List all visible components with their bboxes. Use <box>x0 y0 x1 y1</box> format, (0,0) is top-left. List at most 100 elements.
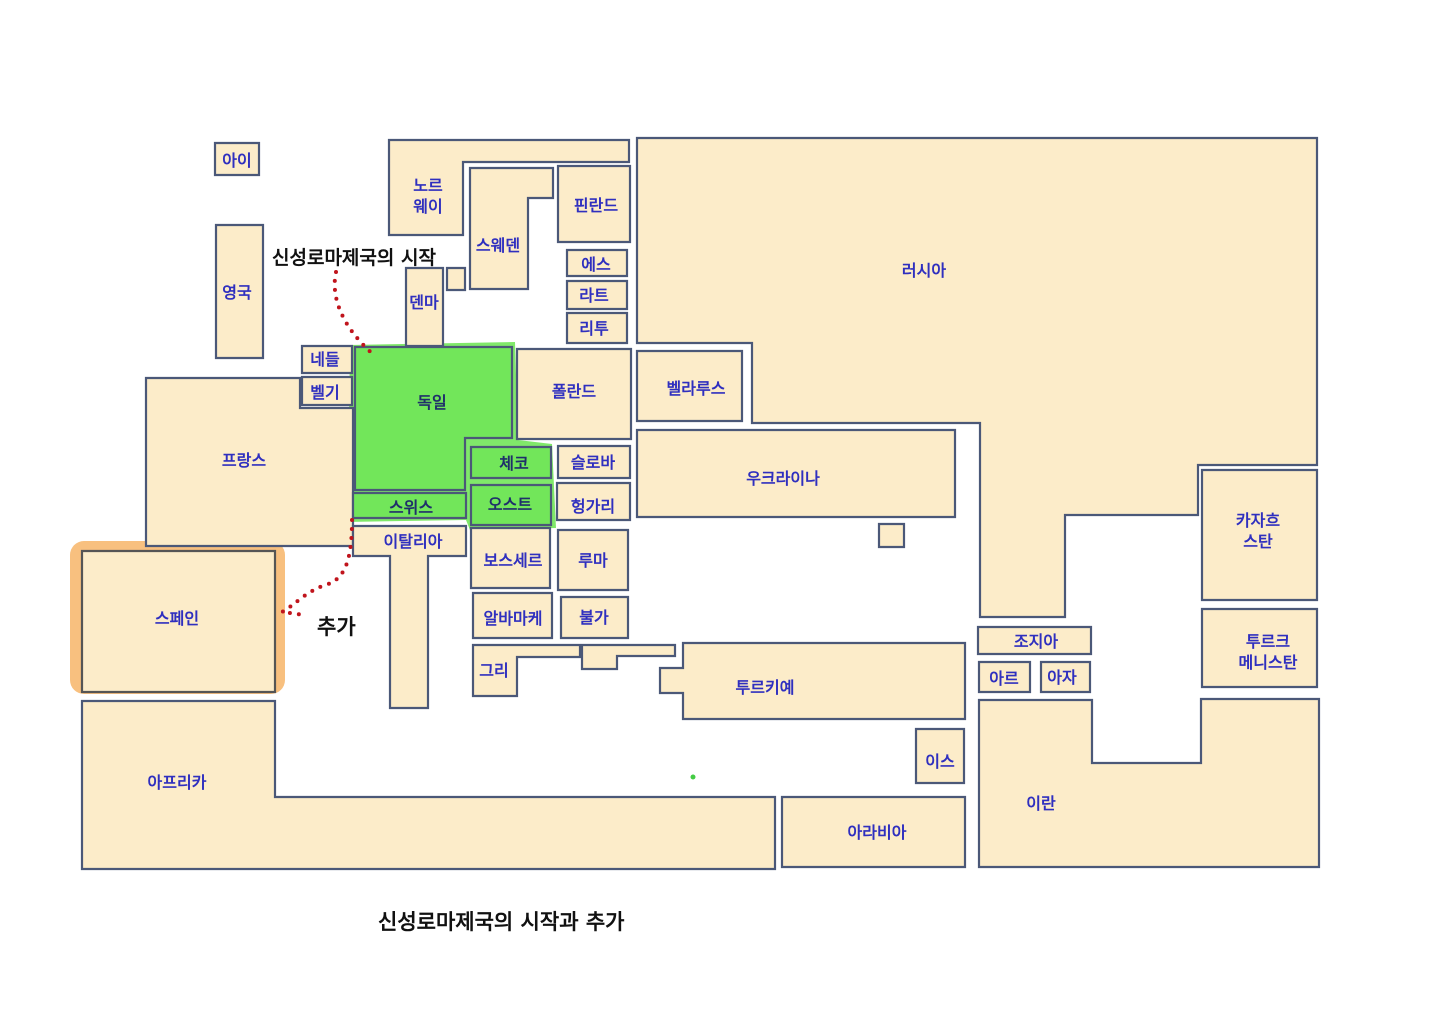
country-shape <box>80 699 777 871</box>
country-shape <box>635 428 957 519</box>
country-shape <box>351 491 468 520</box>
country-romania: 루마 <box>556 528 630 592</box>
country-france: 프랑스 <box>144 376 355 548</box>
country-shape <box>469 483 553 527</box>
country-shape <box>780 795 967 869</box>
country-label: 핀란드 <box>574 196 618 215</box>
country-label: 아라비아 <box>848 823 907 842</box>
country-georgia: 조지아 <box>976 625 1093 656</box>
country-label: 네들 <box>310 350 340 369</box>
country-label: 독일 <box>417 393 446 412</box>
country-label: 벨라루스 <box>667 379 726 398</box>
country-ukraine: 우크라이나 <box>635 428 957 519</box>
country-label: 투르키예 <box>736 678 795 697</box>
country-turkey-europe <box>580 643 677 671</box>
country-label: 에스 <box>581 255 611 274</box>
country-label: 조지아 <box>1014 632 1058 651</box>
country-shape <box>300 375 354 407</box>
country-shape <box>635 136 1319 619</box>
country-label: 아프리카 <box>148 773 207 792</box>
country-shape <box>300 344 354 375</box>
added-dotted-arrow <box>275 518 354 617</box>
country-shape <box>559 595 630 640</box>
country-label: 불가 <box>579 608 609 627</box>
country-finland: 핀란드 <box>556 164 632 244</box>
country-shape <box>565 311 629 345</box>
country-shape <box>977 660 1032 694</box>
country-label: 슬로바 <box>571 453 615 472</box>
country-shape <box>351 524 468 710</box>
country-sweden: 스웨덴 <box>468 166 555 291</box>
country-label: 스페인 <box>155 609 199 628</box>
country-slovakia: 슬로바 <box>556 444 632 480</box>
country-shape <box>556 164 632 244</box>
country-belgium: 벨기 <box>300 375 354 407</box>
country-shape <box>976 625 1093 656</box>
country-azerbaijan: 아자 <box>1039 660 1092 694</box>
country-label: 이탈리아 <box>384 532 443 551</box>
country-label: 아이 <box>222 151 251 170</box>
country-shape <box>515 347 633 441</box>
country-shape <box>658 641 967 721</box>
country-albania-macedonia: 알바마케 <box>471 591 554 640</box>
country-shape <box>977 697 1321 869</box>
country-switzerland: 스위스 <box>351 491 468 520</box>
country-shape <box>877 522 906 549</box>
country-label: 덴마 <box>409 293 439 312</box>
country-shape <box>387 138 631 237</box>
country-label: 보스세르 <box>484 551 543 570</box>
country-label: 아자 <box>1047 668 1077 687</box>
country-island-box <box>445 266 467 292</box>
country-label: 루마 <box>578 551 608 570</box>
country-label: 스웨덴 <box>476 236 520 255</box>
country-israel: 이스 <box>914 727 966 785</box>
country-shape <box>468 166 555 291</box>
country-label: 그리 <box>479 661 508 680</box>
country-latvia: 라트 <box>565 279 629 311</box>
country-shape <box>565 248 629 278</box>
country-armenia: 아르 <box>977 660 1032 694</box>
country-label: 체코 <box>499 454 529 473</box>
country-label: 이란 <box>1026 794 1056 813</box>
country-bosnia-serbia: 보스세르 <box>469 526 552 590</box>
annotation-added-label: 추가 <box>317 615 356 639</box>
country-iran: 이란 <box>977 697 1321 869</box>
country-shape <box>556 528 630 592</box>
country-shape <box>1200 607 1319 689</box>
country-label: 오스트 <box>488 495 532 514</box>
green-dot <box>690 774 696 780</box>
start-dotted-arrow <box>332 270 377 358</box>
country-shape <box>580 643 677 671</box>
country-shape <box>144 376 355 548</box>
country-label: 스위스 <box>389 498 433 517</box>
country-label: 알바마케 <box>484 609 543 628</box>
country-label: 프랑스 <box>222 451 266 470</box>
country-greece: 그리 <box>471 643 582 698</box>
diagram-caption: 신성로마제국의 시작과 추가 <box>378 910 625 934</box>
country-shape <box>214 223 265 360</box>
country-label: 리투 <box>579 319 609 338</box>
country-shape <box>469 526 552 590</box>
country-label: 벨기 <box>310 383 339 402</box>
country-denmark: 덴마 <box>404 266 445 348</box>
country-uk: 영국 <box>214 223 265 360</box>
country-africa: 아프리카 <box>80 699 777 871</box>
country-spain: 스페인 <box>80 549 277 694</box>
country-belarus: 벨라루스 <box>635 349 744 423</box>
country-label: 폴란드 <box>552 382 596 401</box>
country-arabia: 아라비아 <box>780 795 967 869</box>
country-shape <box>213 141 261 177</box>
country-shape <box>565 279 629 311</box>
country-label: 이스 <box>925 752 955 771</box>
country-label: 영국 <box>222 283 252 302</box>
country-label: 라트 <box>579 286 609 305</box>
country-bulgaria: 불가 <box>559 595 630 640</box>
country-shape <box>445 266 467 292</box>
